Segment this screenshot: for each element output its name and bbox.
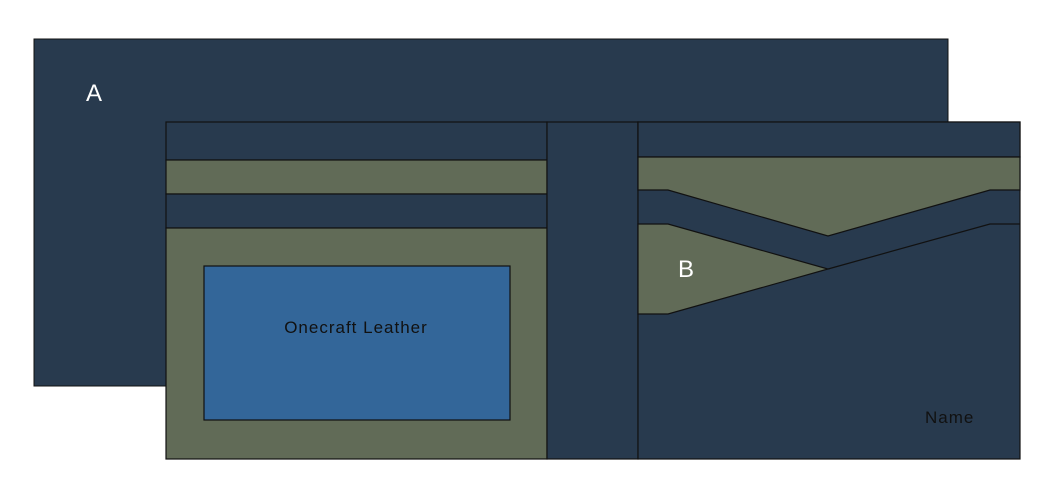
label-name-area: Name xyxy=(925,408,974,427)
right-top-slot xyxy=(637,121,1021,158)
right-v-pocket xyxy=(637,156,1021,237)
left-second-slot xyxy=(165,193,548,229)
left-top-slot xyxy=(165,121,548,161)
label-part-b: B xyxy=(678,256,694,283)
label-id-window: Onecraft Leather xyxy=(284,318,428,337)
right-lower-pocket xyxy=(637,223,831,315)
left-section xyxy=(165,121,548,460)
right-section xyxy=(637,121,1021,460)
left-olive-strip xyxy=(165,159,548,195)
center-spine xyxy=(546,121,639,460)
right-diagonal-line xyxy=(827,223,1020,270)
label-part-a: A xyxy=(86,80,102,107)
id-window xyxy=(203,265,511,421)
